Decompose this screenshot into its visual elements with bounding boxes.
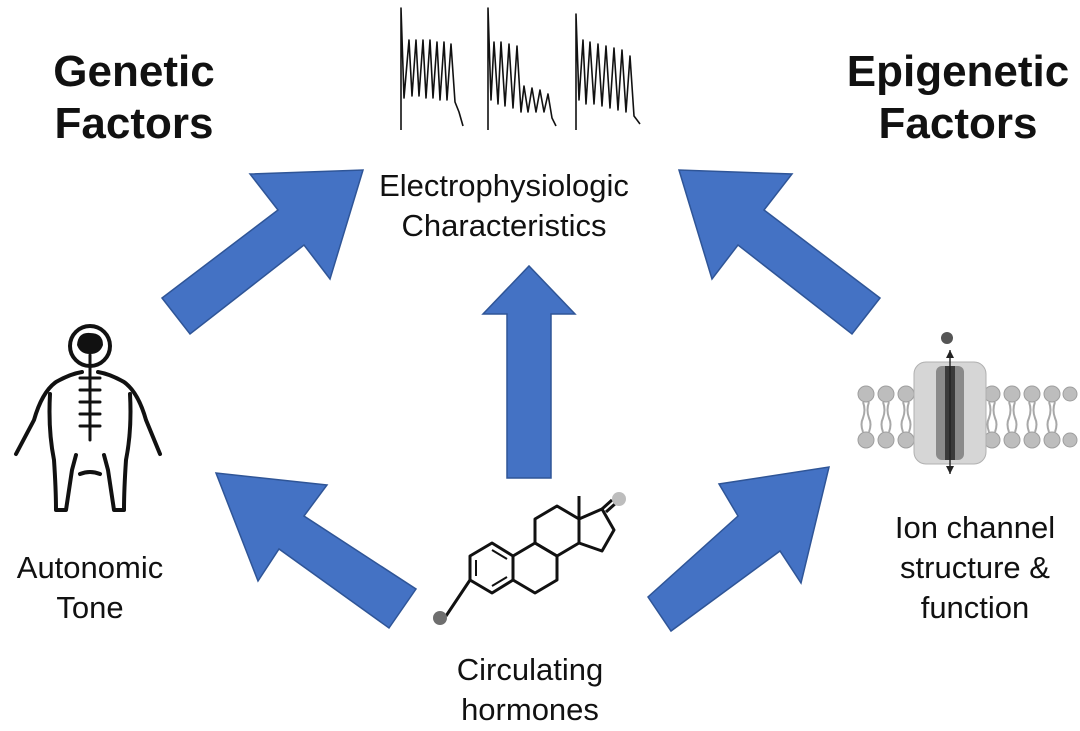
human-body-nervous-system-icon — [14, 324, 162, 512]
membrane-right-tails — [986, 401, 1058, 433]
epigenetic-heading-line1: Epigenetic — [846, 47, 1070, 96]
body-leg-inner — [78, 470, 102, 476]
epigenetic-factors-heading: Epigenetic Factors — [836, 46, 1080, 150]
action-potential-trace-1 — [400, 7, 464, 130]
ketone-bond-1 — [600, 498, 614, 511]
autonomic-tone-label: Autonomic Tone — [0, 548, 180, 628]
autonomic-line2: Tone — [56, 590, 124, 625]
ring-d — [577, 507, 616, 553]
ion-line2: structure & — [900, 550, 1050, 585]
ion-line1: Ion channel — [894, 510, 1056, 545]
ring-c — [533, 504, 581, 558]
genetic-heading-line1: Genetic — [53, 47, 215, 96]
ion-channel-membrane-icon — [857, 332, 1078, 474]
membrane-right — [983, 385, 1078, 449]
ion-channel-label: Ion channel structure & function — [870, 508, 1080, 628]
body-outline-right — [96, 370, 162, 512]
ion-line3: function — [920, 590, 1030, 625]
arrow-autonomic-to-electrophysiologic — [160, 169, 365, 336]
action-potential-trace-3 — [575, 13, 641, 130]
channel-flow-arrow-head-top — [946, 350, 954, 358]
hydroxyl-bond — [444, 579, 472, 617]
genetic-factors-heading: Genetic Factors — [34, 46, 234, 150]
steroid-molecule-icon — [433, 492, 626, 625]
membrane-left-tails — [860, 401, 912, 433]
body-brain — [77, 332, 103, 354]
arrows — [160, 169, 882, 633]
oxygen-atom-bottom — [433, 611, 447, 625]
action-potential-traces-icon — [400, 7, 641, 130]
action-potential-trace-2 — [487, 7, 557, 130]
body-outline-left — [14, 370, 84, 512]
genetic-heading-line2: Factors — [54, 99, 214, 148]
arrow-ion-channel-to-electrophysiologic — [677, 169, 882, 336]
electrophysiologic-line2: Characteristics — [401, 208, 607, 243]
arrow-hormones-to-electrophysiologic — [481, 264, 577, 479]
oxygen-atom-top — [612, 492, 626, 506]
electrophysiologic-label: Electrophysiologic Characteristics — [344, 166, 664, 246]
ring-a-double-bonds — [475, 549, 508, 587]
body-nerves — [78, 376, 102, 428]
hormones-line1: Circulating — [456, 652, 604, 687]
circulating-hormones-label: Circulating hormones — [410, 650, 650, 730]
membrane-left — [857, 385, 915, 449]
arrow-hormones-to-ion-channel — [647, 466, 830, 633]
electrophysiologic-line1: Electrophysiologic — [379, 168, 629, 203]
ion-particle — [941, 332, 953, 344]
hormones-line2: hormones — [461, 692, 599, 727]
epigenetic-heading-line2: Factors — [878, 99, 1038, 148]
channel-flow-arrow-head-bottom — [946, 466, 954, 474]
autonomic-line1: Autonomic — [16, 550, 164, 585]
ketone-bond-2 — [604, 501, 618, 514]
arrow-hormones-to-autonomic — [214, 472, 418, 630]
